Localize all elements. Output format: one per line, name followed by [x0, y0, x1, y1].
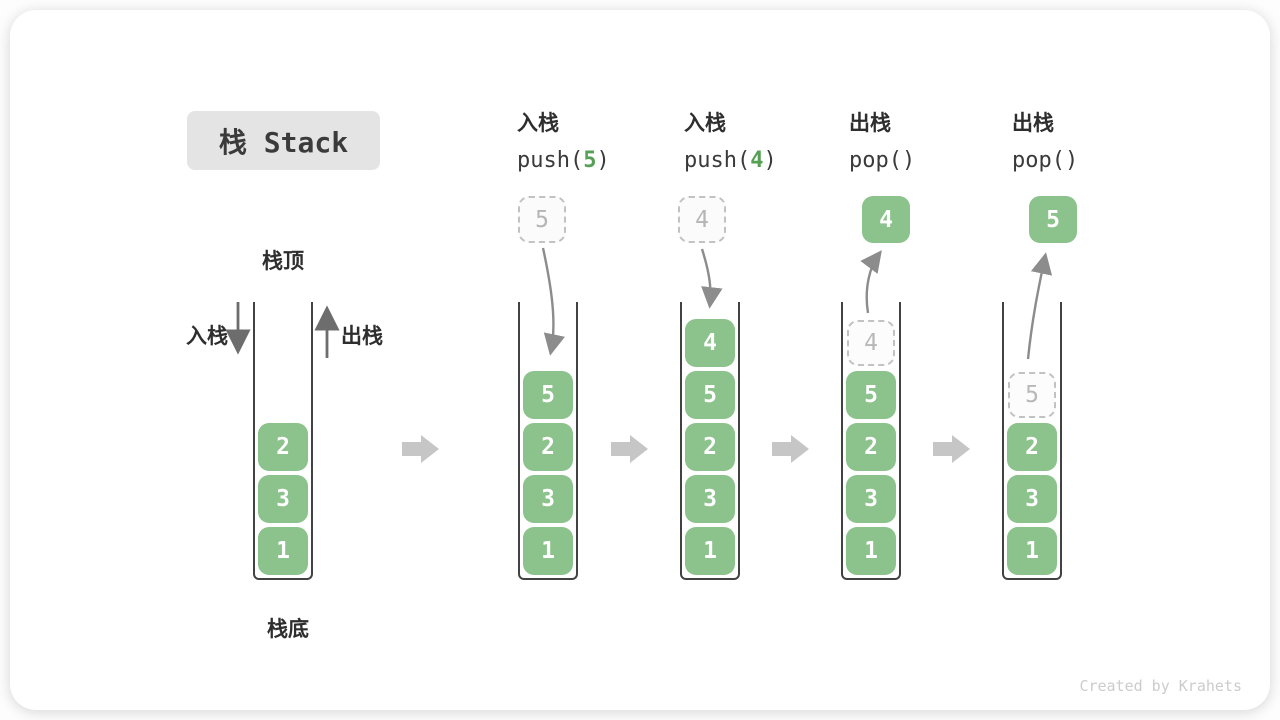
op-code: push(4)	[684, 148, 777, 173]
op-code: push(5)	[517, 148, 610, 173]
incoming-value-box: 5	[518, 196, 566, 243]
stack-container-4	[841, 302, 901, 580]
stack-cell: 1	[258, 527, 308, 575]
stack-container-1	[253, 302, 313, 580]
stack-bottom-label: 栈底	[267, 618, 309, 641]
op-name: 出栈	[1012, 112, 1054, 135]
op-arg: 4	[750, 148, 764, 173]
stack-cell: 5	[523, 371, 573, 419]
op-header-push5: 入栈 push(5)	[517, 107, 610, 173]
stack-cell: 1	[1007, 527, 1057, 575]
stack-cell: 5	[846, 371, 896, 419]
op-name: 出栈	[849, 112, 891, 135]
op-code: pop()	[849, 148, 916, 173]
op-header-push4: 入栈 push(4)	[684, 107, 777, 173]
stack-container-2	[518, 302, 578, 580]
popped-value-box: 4	[862, 196, 910, 243]
op-name: 入栈	[684, 112, 726, 135]
stack-cell: 1	[846, 527, 896, 575]
push-side-label: 入栈	[186, 325, 228, 348]
stack-container-3	[680, 302, 740, 580]
stack-cell: 3	[523, 475, 573, 523]
ghost-cell: 5	[1008, 372, 1056, 418]
stack-cell: 5	[685, 371, 735, 419]
stack-cell: 3	[685, 475, 735, 523]
stack-cell: 2	[258, 423, 308, 471]
stack-cell: 3	[1007, 475, 1057, 523]
op-name: 入栈	[517, 112, 559, 135]
stack-top-label: 栈顶	[262, 250, 304, 273]
stack-cell: 3	[846, 475, 896, 523]
op-header-pop1: 出栈 pop()	[849, 107, 915, 173]
diagram-title: 栈 Stack	[187, 111, 380, 170]
stack-cell: 2	[846, 423, 896, 471]
incoming-value-box: 4	[678, 196, 726, 243]
stack-cell: 2	[685, 423, 735, 471]
op-header-pop2: 出栈 pop()	[1012, 107, 1078, 173]
stack-cell: 1	[685, 527, 735, 575]
stack-cell: 2	[1007, 423, 1057, 471]
stack-cell: 4	[685, 319, 735, 367]
op-code: pop()	[1012, 148, 1079, 173]
ghost-cell: 4	[847, 320, 895, 366]
stack-cell: 2	[523, 423, 573, 471]
stack-cell: 3	[258, 475, 308, 523]
stack-container-5	[1002, 302, 1062, 580]
op-arg: 5	[583, 148, 597, 173]
stack-cell: 1	[523, 527, 573, 575]
popped-value-box: 5	[1029, 196, 1077, 243]
pop-side-label: 出栈	[341, 325, 383, 348]
watermark: Created by Krahets	[1079, 677, 1242, 695]
